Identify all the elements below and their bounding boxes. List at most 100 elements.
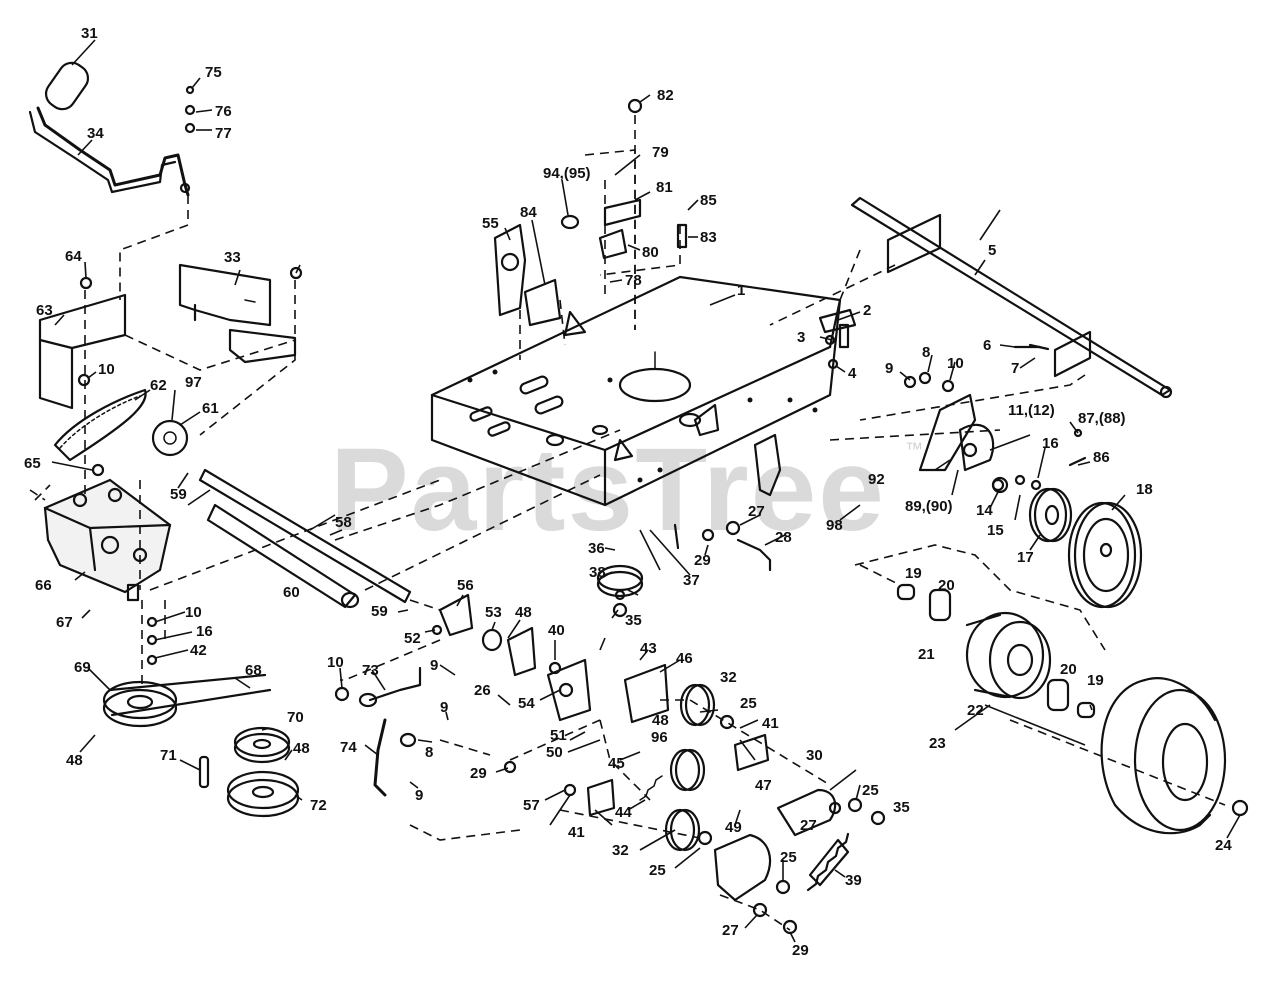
callout-26b: 27 — [722, 922, 739, 939]
callout-28b: 29 — [792, 942, 809, 959]
callout-58: 59 — [170, 486, 187, 503]
callout-65: 66 — [35, 577, 52, 594]
bracket — [178, 263, 297, 364]
callout-10: 10 — [98, 361, 115, 378]
callout-68: 69 — [74, 659, 91, 676]
callout-84: 85 — [700, 192, 717, 209]
rear-axle — [850, 196, 1173, 399]
callout-19a: 20 — [938, 577, 955, 594]
callout-26a: 27 — [800, 817, 817, 834]
callout-24a: 25 — [649, 862, 666, 879]
callout-30: 31 — [81, 25, 98, 42]
linkage-small-parts — [334, 593, 670, 797]
shafts — [198, 468, 412, 609]
callout-34a: 35 — [893, 799, 910, 816]
callout-52: 53 — [485, 604, 502, 621]
callout-49: 50 — [546, 744, 563, 761]
callout-43: 44 — [615, 804, 632, 821]
callout-85: 86 — [1093, 449, 1110, 466]
callout-55: 56 — [457, 577, 474, 594]
callout-75: 76 — [215, 103, 232, 120]
callout-5: 5 — [988, 242, 996, 259]
callout-20: 21 — [918, 646, 935, 663]
callout-47: 48 — [66, 752, 83, 769]
handle-assembly — [28, 61, 191, 197]
right-side-brackets — [918, 393, 1009, 494]
callout-62: 63 — [36, 302, 53, 319]
callout-10d: 10 — [947, 355, 964, 372]
callout-47d: 48 — [652, 712, 669, 729]
hub-and-wheel — [1028, 487, 1143, 609]
callout-28a: 29 — [470, 765, 487, 782]
callout-27: 28 — [775, 529, 792, 546]
transmission — [43, 478, 172, 602]
callout-80: 81 — [656, 179, 673, 196]
callout-39: 40 — [548, 622, 565, 639]
leader-lines — [51, 39, 1241, 943]
callout-24d: 25 — [780, 849, 797, 866]
callout-19b: 20 — [1060, 661, 1077, 678]
callout-9d: 9 — [885, 360, 893, 377]
callout-48: 49 — [725, 819, 742, 836]
callout-76: 77 — [215, 125, 232, 142]
callout-58b: 59 — [371, 603, 388, 620]
pulleys-and-belt — [102, 673, 300, 818]
callout-3: 3 — [797, 329, 805, 346]
callout-73: 74 — [340, 739, 357, 756]
callout-81: 82 — [657, 87, 674, 104]
callout-40a: 41 — [568, 824, 585, 841]
callout-13: 14 — [976, 502, 993, 519]
pulley-covers — [713, 788, 850, 902]
callout-47b: 48 — [293, 740, 310, 757]
callout-16: 17 — [1017, 549, 1034, 566]
callout-32: 33 — [224, 249, 241, 266]
callout-38: 39 — [845, 872, 862, 889]
callout-22: 23 — [929, 735, 946, 752]
callout-40b: 41 — [762, 715, 779, 732]
callout-2: 2 — [863, 302, 871, 319]
callout-8b: 8 — [922, 344, 930, 361]
callout-42: 43 — [640, 640, 657, 657]
callout-66: 67 — [56, 614, 73, 631]
callout-82: 83 — [700, 229, 717, 246]
callout-1: 1 — [737, 282, 745, 299]
callout-57: 58 — [335, 514, 352, 531]
callout-10b: 10 — [185, 604, 202, 621]
callout-93: 97 — [185, 374, 202, 391]
callout-15b: 16 — [1042, 435, 1059, 452]
callout-78: 79 — [652, 144, 669, 161]
callout-17: 18 — [1136, 481, 1153, 498]
callout-45: 46 — [676, 650, 693, 667]
rim-and-tire — [896, 583, 1227, 835]
callout-71: 72 — [310, 797, 327, 814]
mount-plate — [38, 293, 127, 410]
callout-47c: 48 — [515, 604, 532, 621]
callout-18a: 19 — [905, 565, 922, 582]
callout-59: 60 — [283, 584, 300, 601]
callout-87-88: 89,(90) — [905, 498, 953, 515]
callout-77: 78 — [625, 272, 642, 289]
callout-44: 45 — [608, 755, 625, 772]
callout-89-90: 92 — [868, 471, 885, 488]
callout-9c: 9 — [415, 787, 423, 804]
callout-86: 87,(88) — [1078, 410, 1126, 427]
callout-14: 15 — [987, 522, 1004, 539]
callout-70: 71 — [160, 747, 177, 764]
callout-36: 37 — [683, 572, 700, 589]
callout-33: 34 — [87, 125, 104, 142]
callout-94-95: 98 — [826, 517, 843, 534]
callout-51: 52 — [404, 630, 421, 647]
callout-53: 54 — [518, 695, 535, 712]
callout-4: 4 — [848, 365, 857, 382]
callout-26c: 27 — [748, 503, 765, 520]
callout-72: 73 — [362, 662, 379, 679]
callout-10c: 10 — [327, 654, 344, 671]
callout-24c: 25 — [862, 782, 879, 799]
callout-9a: 9 — [430, 657, 438, 674]
callout-31a: 32 — [612, 842, 629, 859]
callout-28c: 29 — [694, 552, 711, 569]
callout-91: 94,(95) — [543, 165, 591, 182]
watermark: PartsTree — [330, 424, 886, 556]
springs — [639, 775, 850, 892]
